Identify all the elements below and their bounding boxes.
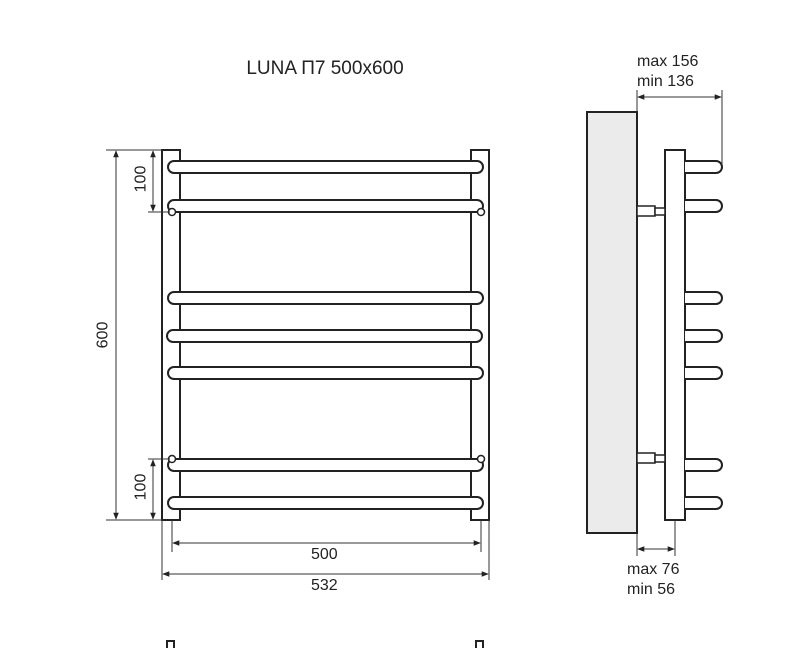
label-wallgap-min: min 56 xyxy=(627,581,676,598)
dim-depth-top xyxy=(636,90,723,165)
label-depth-max: max 156 xyxy=(637,53,699,70)
front-view xyxy=(106,149,490,648)
label-height-600: 600 xyxy=(94,321,112,349)
bar-7 xyxy=(167,496,484,510)
dim-width-532 xyxy=(161,520,490,580)
label-wallgap-max: max 76 xyxy=(627,561,680,578)
bar-3 xyxy=(167,291,484,305)
drawing-title: LUNA П7 500x600 xyxy=(246,58,404,79)
label-depth-min: min 136 xyxy=(637,73,694,90)
label-top-100: 100 xyxy=(132,165,150,193)
label-width-500: 500 xyxy=(311,546,338,563)
side-post xyxy=(664,149,686,521)
bar-6 xyxy=(167,458,484,472)
wall-connectors xyxy=(636,205,666,464)
dim-wallgap-bottom xyxy=(636,520,676,556)
dim-top-100 xyxy=(148,150,170,213)
label-width-532: 532 xyxy=(311,577,338,594)
bar-4 xyxy=(166,329,483,343)
dim-bottom-100 xyxy=(148,458,170,520)
dim-height-600 xyxy=(106,149,162,521)
bar-1 xyxy=(167,160,484,174)
wall xyxy=(586,111,638,534)
label-bottom-100: 100 xyxy=(132,473,150,501)
side-view xyxy=(586,90,723,556)
bar-5 xyxy=(167,366,484,380)
bar-2 xyxy=(167,199,484,213)
front-bars xyxy=(166,160,484,510)
side-bars xyxy=(685,160,723,510)
